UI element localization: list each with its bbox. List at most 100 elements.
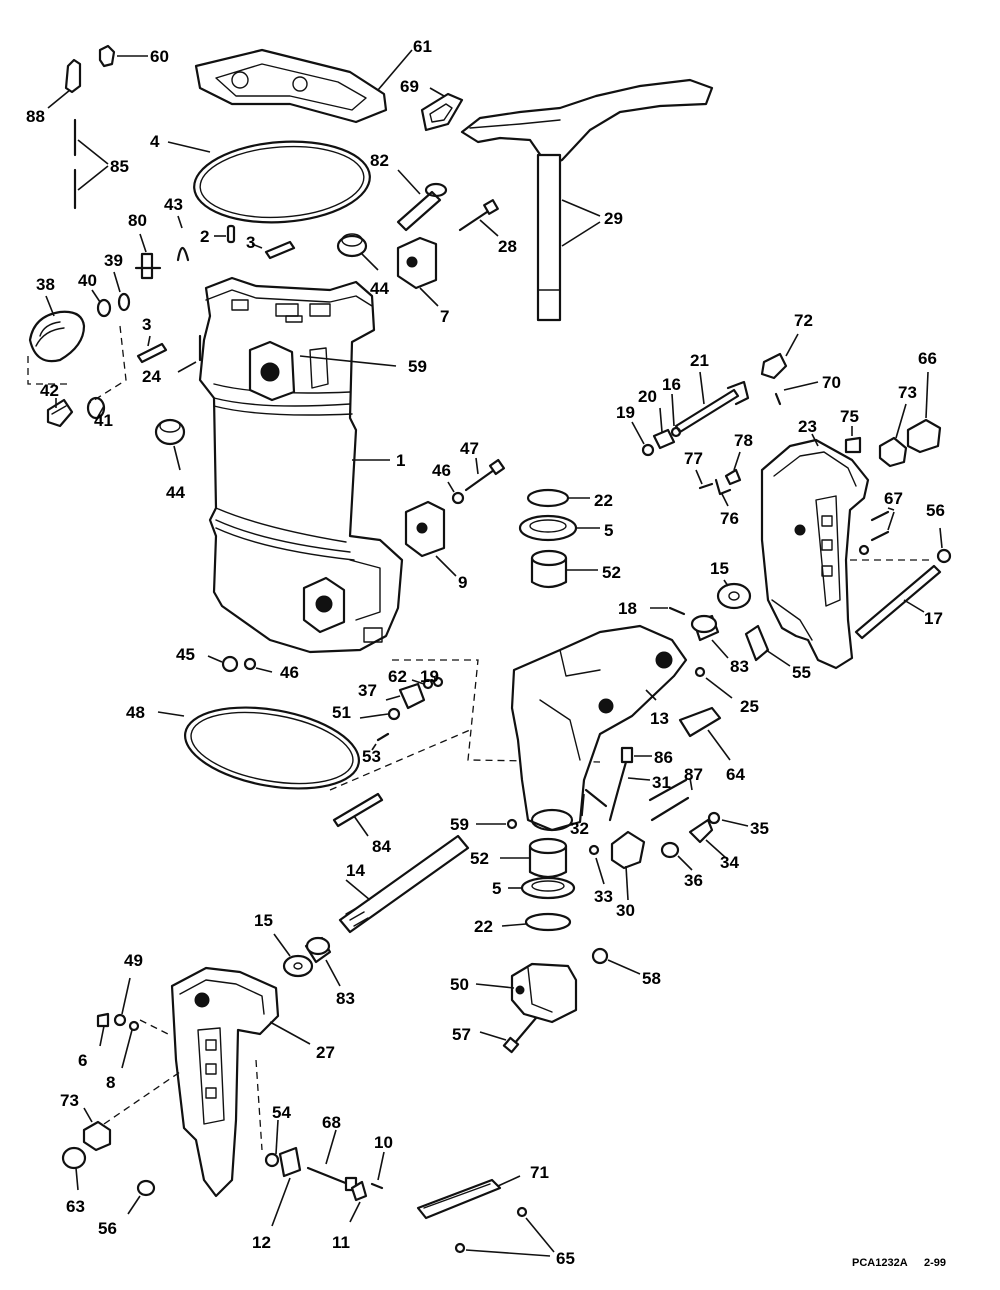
callout-83a: 83	[730, 657, 749, 676]
part-seal-22a	[526, 488, 590, 508]
part-washer-25	[694, 666, 733, 699]
part-screw-77	[695, 469, 714, 490]
part-grommet-44a	[336, 233, 379, 271]
part-cap-66	[906, 371, 942, 454]
part-bolt-28	[458, 199, 499, 237]
part-cap-36	[660, 841, 693, 871]
part-nut-19b	[432, 676, 444, 688]
part-dowel-3a	[251, 240, 296, 260]
callout-73a: 73	[898, 383, 917, 402]
part-bushing-52b	[500, 837, 568, 879]
callout-42: 42	[40, 381, 59, 400]
part-nut-49	[113, 977, 131, 1027]
part-lever-34	[688, 818, 727, 859]
callout-50: 50	[450, 975, 469, 994]
callout-33: 33	[594, 887, 613, 906]
callout-21: 21	[690, 351, 709, 370]
callout-69: 69	[400, 77, 419, 96]
part-steering-arm-29	[460, 78, 714, 322]
callout-82: 82	[370, 151, 389, 170]
part-boot-38	[28, 295, 86, 363]
callout-15b: 15	[254, 911, 273, 930]
callout-55: 55	[792, 663, 811, 682]
part-bolt-47	[464, 457, 506, 492]
part-seal-48	[157, 706, 361, 790]
part-tube-82	[396, 169, 448, 232]
callout-80: 80	[128, 211, 147, 230]
callout-38: 38	[36, 275, 55, 294]
part-bracket-88	[47, 58, 82, 109]
callout-12: 12	[252, 1233, 271, 1252]
callout-5b: 5	[492, 879, 501, 898]
callout-45: 45	[176, 645, 195, 664]
callout-1: 1	[396, 451, 405, 470]
part-screws-65	[454, 1206, 555, 1257]
callout-48: 48	[126, 703, 145, 722]
callout-43: 43	[164, 195, 183, 214]
part-nut-45	[207, 655, 239, 673]
part-pad-69	[420, 87, 464, 132]
figure-code: PCA1232A	[852, 1257, 908, 1269]
part-fitting-42	[46, 398, 74, 428]
part-plate-12	[271, 1146, 302, 1227]
callout-59b: 59	[450, 815, 469, 834]
callout-70: 70	[822, 373, 841, 392]
callout-47: 47	[460, 439, 479, 458]
callout-46b: 46	[280, 663, 299, 682]
callout-44a: 44	[370, 279, 389, 298]
part-plate-20	[652, 407, 676, 450]
callout-83b: 83	[336, 989, 355, 1008]
part-bushing-5a	[518, 514, 600, 542]
callout-15a: 15	[710, 559, 729, 578]
callout-88: 88	[26, 107, 45, 126]
part-plug-59b	[476, 818, 518, 830]
callout-57: 57	[452, 1025, 471, 1044]
callout-52b: 52	[470, 849, 489, 868]
part-swivel-13	[510, 624, 688, 832]
callout-9: 9	[458, 573, 467, 592]
callout-76: 76	[720, 509, 739, 528]
part-washer-62	[411, 678, 434, 690]
part-bushing-5b	[508, 876, 576, 900]
callout-63: 63	[66, 1197, 85, 1216]
part-screw-70	[774, 381, 819, 406]
part-bolts-67	[858, 507, 895, 556]
callout-22a: 22	[594, 491, 613, 510]
part-nut-58	[591, 947, 641, 975]
figure-date: 2-99	[924, 1257, 946, 1269]
part-bushing-83a	[690, 614, 729, 659]
callout-16: 16	[662, 375, 681, 394]
callout-11: 11	[332, 1233, 350, 1252]
part-housing-1	[198, 276, 404, 654]
part-bushing-52a	[530, 549, 598, 589]
callout-10: 10	[374, 1133, 393, 1152]
callout-23: 23	[798, 417, 817, 436]
callout-67: 67	[884, 489, 903, 508]
part-nut-73a	[878, 403, 908, 468]
callout-86: 86	[654, 748, 673, 767]
callout-19a: 19	[616, 403, 635, 422]
callout-20: 20	[638, 387, 657, 406]
callout-84: 84	[372, 837, 391, 856]
callout-65: 65	[556, 1249, 575, 1268]
part-washer-16	[670, 393, 682, 438]
callout-36: 36	[684, 871, 703, 890]
part-washer-15a	[716, 579, 752, 610]
part-cap-72	[760, 333, 799, 380]
part-pad-71	[416, 1175, 521, 1220]
callout-51: 51	[332, 703, 351, 722]
callout-77: 77	[684, 449, 703, 468]
part-clip-11	[349, 1180, 368, 1223]
callout-2: 2	[200, 227, 209, 246]
callout-46a: 46	[432, 461, 451, 480]
part-nut-56b	[127, 1179, 156, 1215]
callout-30: 30	[616, 901, 635, 920]
callout-31: 31	[652, 773, 671, 792]
callout-28: 28	[498, 237, 517, 256]
part-wires-87	[648, 777, 693, 822]
part-bracket-37	[385, 682, 426, 710]
part-pin-84	[332, 792, 384, 837]
part-washer-54	[264, 1119, 280, 1168]
part-pin-2	[214, 224, 236, 244]
part-bolt-17	[854, 564, 942, 640]
